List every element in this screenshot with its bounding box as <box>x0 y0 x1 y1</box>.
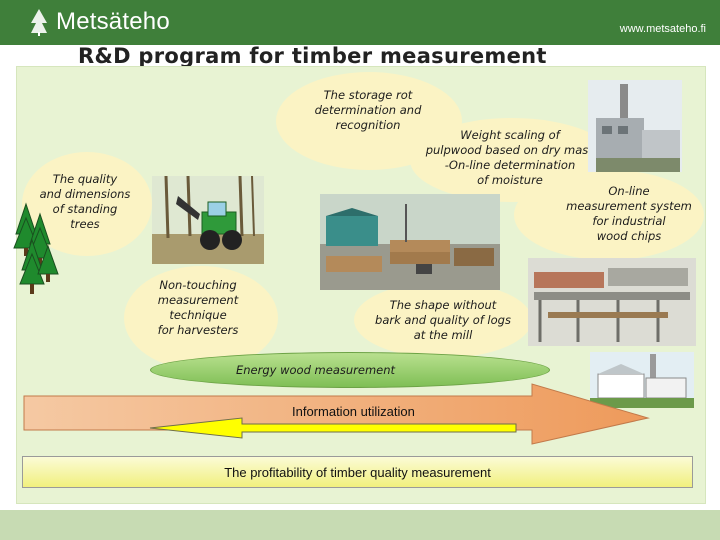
page-title: R&D program for timber measurement <box>78 44 547 68</box>
profitability-bar: The profitability of timber quality meas… <box>22 456 693 488</box>
harvester-text: Non-touching measurement technique for h… <box>157 278 239 337</box>
logo-text: Metsäteho <box>56 8 170 35</box>
energy-wood-ellipse <box>150 352 550 388</box>
metsateho-logo[interactable]: Metsäteho <box>28 7 170 37</box>
online-bubble <box>514 170 704 260</box>
site-url[interactable]: www.metsateho.fi <box>619 23 706 35</box>
footer-strip <box>0 510 720 540</box>
information-arrow <box>23 383 650 445</box>
weight-text: Weight scaling of pulpwood based on dry … <box>425 128 595 187</box>
harvester-bubble <box>124 266 278 370</box>
factory-icon <box>588 80 682 172</box>
log-yard-icon <box>320 194 500 290</box>
harvester-icon <box>152 176 264 264</box>
shape-text: The shape without bark and quality of lo… <box>375 298 511 342</box>
trees-icon <box>13 202 59 294</box>
quality-text: The quality and dimensions of standing t… <box>39 172 131 231</box>
sawmill-icon <box>528 258 696 346</box>
profitability-label: The profitability of timber quality meas… <box>224 465 491 480</box>
online-text: On-line measurement system for industria… <box>566 184 692 243</box>
information-label: Information utilization <box>292 404 415 419</box>
heating-plant-icon <box>590 352 694 408</box>
storage-text: The storage rot determination and recogn… <box>314 88 422 132</box>
tree-logo-icon <box>31 9 47 36</box>
shape-bubble <box>354 282 532 358</box>
header-bar: Metsäteho www.metsateho.fi <box>0 0 720 45</box>
energy-wood-label: Energy wood measurement <box>236 363 396 377</box>
